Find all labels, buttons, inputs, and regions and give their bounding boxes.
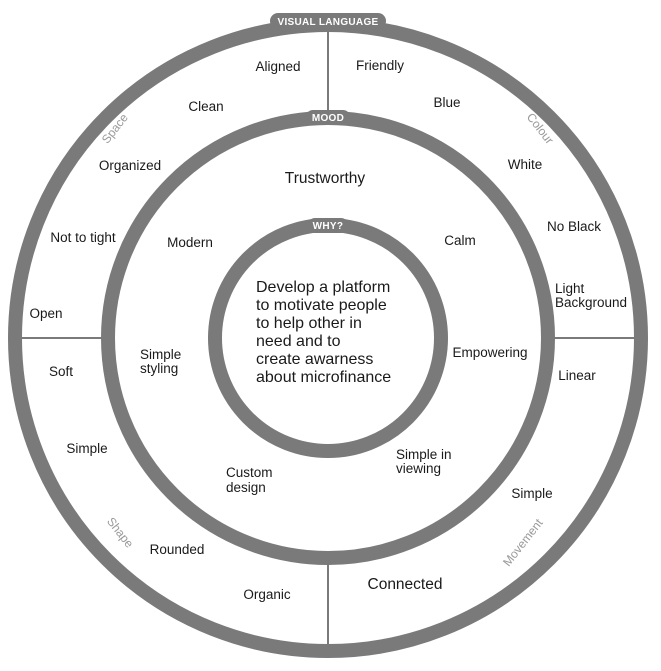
visual-light-background-2: Background <box>555 295 627 310</box>
mood-simple-in-viewing-2: viewing <box>396 461 441 476</box>
visual-no-black: No Black <box>547 219 601 234</box>
middle-ring-label-bg <box>306 110 350 125</box>
visual-organic: Organic <box>243 587 291 602</box>
outer-ring-label: VISUAL LANGUAGE <box>278 17 379 28</box>
visual-not-to-tight: Not to tight <box>50 230 116 245</box>
mood-modern: Modern <box>167 235 213 250</box>
center-line-2: to motivate people <box>256 297 387 314</box>
outer-ring-label-bg <box>270 13 386 29</box>
visual-simple-right: Simple <box>511 486 552 501</box>
visual-simple-left: Simple <box>66 441 107 456</box>
mood-empowering: Empowering <box>452 345 527 360</box>
visual-soft: Soft <box>49 364 73 379</box>
visual-light-background-1: Light <box>555 281 585 296</box>
visual-linear: Linear <box>558 368 596 383</box>
center-line-5: create awarness <box>256 351 373 368</box>
mood-simple-styling-1: Simple <box>140 347 181 362</box>
center-line-3: to help other in <box>256 315 362 332</box>
mood-connected: Connected <box>368 576 443 593</box>
visual-blue: Blue <box>433 95 460 110</box>
mood-simple-in-viewing-1: Simple in <box>396 447 452 462</box>
mood-custom-design-1: Custom <box>226 465 273 480</box>
center-line-4: need and to <box>256 333 341 350</box>
mood-custom-design-2: design <box>226 480 266 495</box>
mood-simple-styling-2: styling <box>140 361 178 376</box>
center-line-1: Develop a platform <box>256 279 390 296</box>
visual-open: Open <box>29 306 62 321</box>
visual-clean: Clean <box>188 99 223 114</box>
mood-trustworthy: Trustworthy <box>285 170 366 187</box>
visual-white: White <box>508 157 543 172</box>
visual-organized: Organized <box>99 158 161 173</box>
mood-calm: Calm <box>444 233 476 248</box>
visual-aligned: Aligned <box>255 59 300 74</box>
sector-label-shape: Shape <box>104 515 137 551</box>
center-line-6: about microfinance <box>256 369 391 386</box>
visual-friendly: Friendly <box>356 58 404 73</box>
inner-ring-label: WHY? <box>313 221 344 232</box>
visual-rounded: Rounded <box>150 542 205 557</box>
middle-ring-label: MOOD <box>312 113 344 124</box>
inner-ring-label-bg <box>308 218 348 233</box>
center-statement: Develop a platform to motivate people to… <box>256 279 391 386</box>
